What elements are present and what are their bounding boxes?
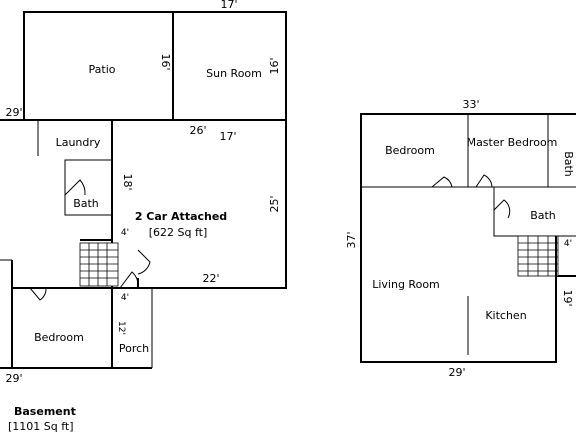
right-floor-plan: 33' 37' 29' 19' 4' Bedroom Master Bedroo… — [345, 98, 576, 379]
staircase-left — [79, 242, 119, 287]
room-garage-area: [622 Sq ft] — [149, 226, 208, 239]
dim-small: 4' — [564, 239, 572, 249]
dim-bottom: 29' — [448, 366, 465, 379]
room-bath-b: Bath — [530, 209, 556, 222]
room-living-room: Living Room — [372, 278, 440, 291]
room-bedroom: Bedroom — [385, 144, 435, 157]
bath-door-arc — [493, 199, 511, 219]
bath-door-arc — [64, 179, 86, 196]
staircase-outline — [79, 242, 119, 287]
dim-porch-side: 12' — [116, 321, 126, 335]
dim-patio-height: 16' — [159, 53, 172, 70]
dim-garage-bottom: 22' — [202, 272, 219, 285]
bath-wall — [64, 159, 112, 216]
dim-garage-side: 25' — [268, 195, 281, 212]
staircase-right — [517, 235, 559, 277]
dim-top: 17' — [220, 0, 237, 11]
room-patio: Patio — [89, 63, 116, 76]
dim-sunroom-height: 16' — [268, 57, 281, 74]
dim-laundry-side: 18' — [121, 173, 134, 190]
room-bedroom: Bedroom — [34, 331, 84, 344]
garage-door-arc — [137, 249, 151, 275]
dim-left: 37' — [345, 231, 358, 248]
room-sunroom: Sun Room — [206, 67, 262, 80]
master-bedroom-door-arc — [475, 174, 493, 188]
room-bath-a: Bath — [562, 151, 575, 177]
room-kitchen: Kitchen — [485, 309, 526, 322]
room-bath: Bath — [73, 197, 99, 210]
porch-door-arc — [119, 271, 139, 289]
bedroom-door-arc — [29, 287, 47, 301]
dim-side: 19' — [561, 289, 574, 306]
dim-small-a: 4' — [121, 228, 129, 238]
left-floor-plan: 17' 16' 16' 29' 26' 17' 25' 22' 18' 4' 4… — [0, 0, 287, 432]
dim-small-b: 4' — [121, 293, 129, 303]
right-outer-wall — [360, 113, 576, 363]
caption-title: Basement — [14, 405, 76, 418]
room-master-bedroom: Master Bedroom — [467, 136, 558, 149]
dim-bottom-width: 29' — [5, 372, 22, 385]
caption-area: [1101 Sq ft] — [8, 420, 74, 432]
dim-top: 33' — [462, 98, 479, 111]
patio-wall — [23, 11, 287, 289]
room-laundry: Laundry — [56, 136, 101, 149]
dim-garage-top-a: 26' — [189, 124, 206, 137]
dim-garage-top-b: 17' — [219, 130, 236, 143]
room-porch: Porch — [119, 342, 149, 355]
room-garage: 2 Car Attached — [135, 210, 227, 223]
dim-left-width: 29' — [5, 106, 22, 119]
bedroom-door-arc — [431, 176, 453, 188]
